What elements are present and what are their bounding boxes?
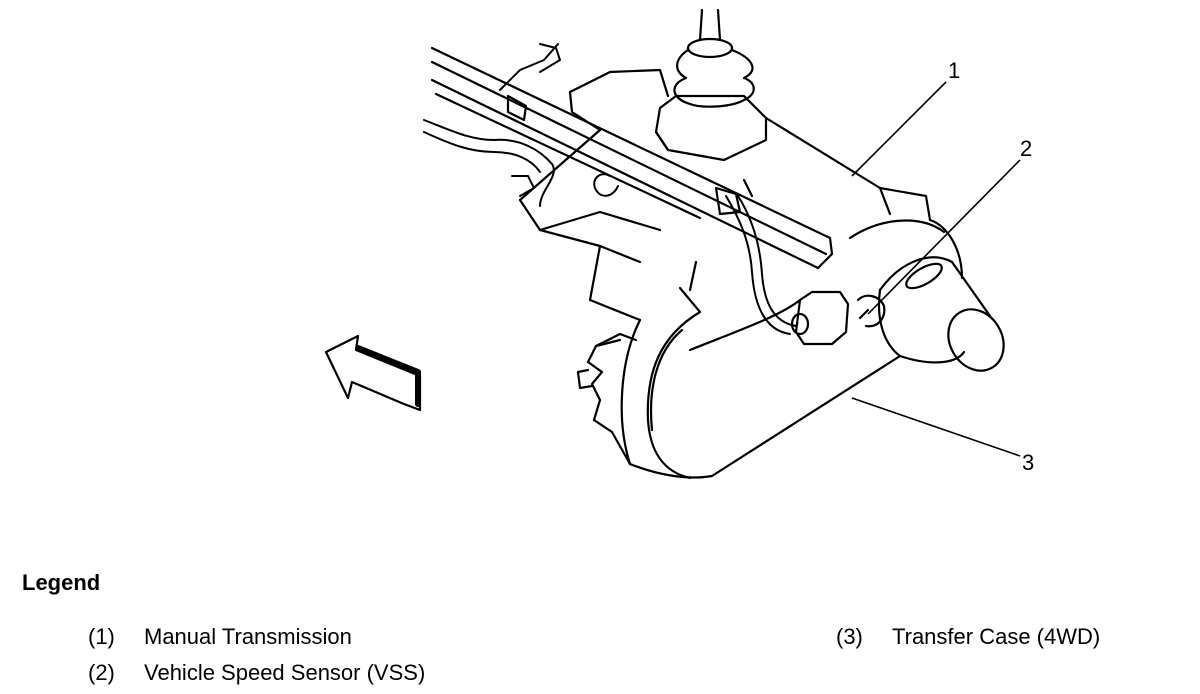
output-extension bbox=[877, 256, 1005, 372]
legend-item-number: (3) bbox=[836, 624, 863, 649]
legend-item-2: (2) Vehicle Speed Sensor (VSS) bbox=[88, 660, 425, 686]
direction-arrow-icon bbox=[324, 334, 422, 412]
legend-item-text: Manual Transmission bbox=[144, 624, 352, 649]
callout-3-leader bbox=[851, 397, 1021, 457]
transmission-body bbox=[518, 68, 932, 322]
cable-clamps bbox=[506, 94, 754, 216]
callout-1-leader bbox=[851, 81, 947, 177]
callout-2-leader bbox=[867, 159, 1021, 315]
callout-2: 2 bbox=[1020, 136, 1033, 161]
legend-item-number: (1) bbox=[88, 624, 115, 649]
speed-sensor bbox=[790, 290, 886, 346]
transfer-case-housing bbox=[576, 218, 964, 480]
legend-item-number: (2) bbox=[88, 660, 115, 685]
wiring-harness bbox=[423, 43, 797, 335]
callout-1: 1 bbox=[948, 58, 961, 83]
legend-item-3: (3) Transfer Case (4WD) bbox=[836, 624, 1100, 650]
shift-boot bbox=[654, 8, 768, 162]
legend-item-text: Vehicle Speed Sensor (VSS) bbox=[144, 660, 426, 685]
transmission-diagram bbox=[324, 8, 1021, 480]
frame-rails bbox=[430, 46, 834, 270]
legend-title: Legend bbox=[22, 570, 101, 595]
legend-item-1: (1) Manual Transmission bbox=[88, 624, 352, 650]
callout-3: 3 bbox=[1022, 450, 1035, 475]
legend-item-text: Transfer Case (4WD) bbox=[892, 624, 1101, 649]
